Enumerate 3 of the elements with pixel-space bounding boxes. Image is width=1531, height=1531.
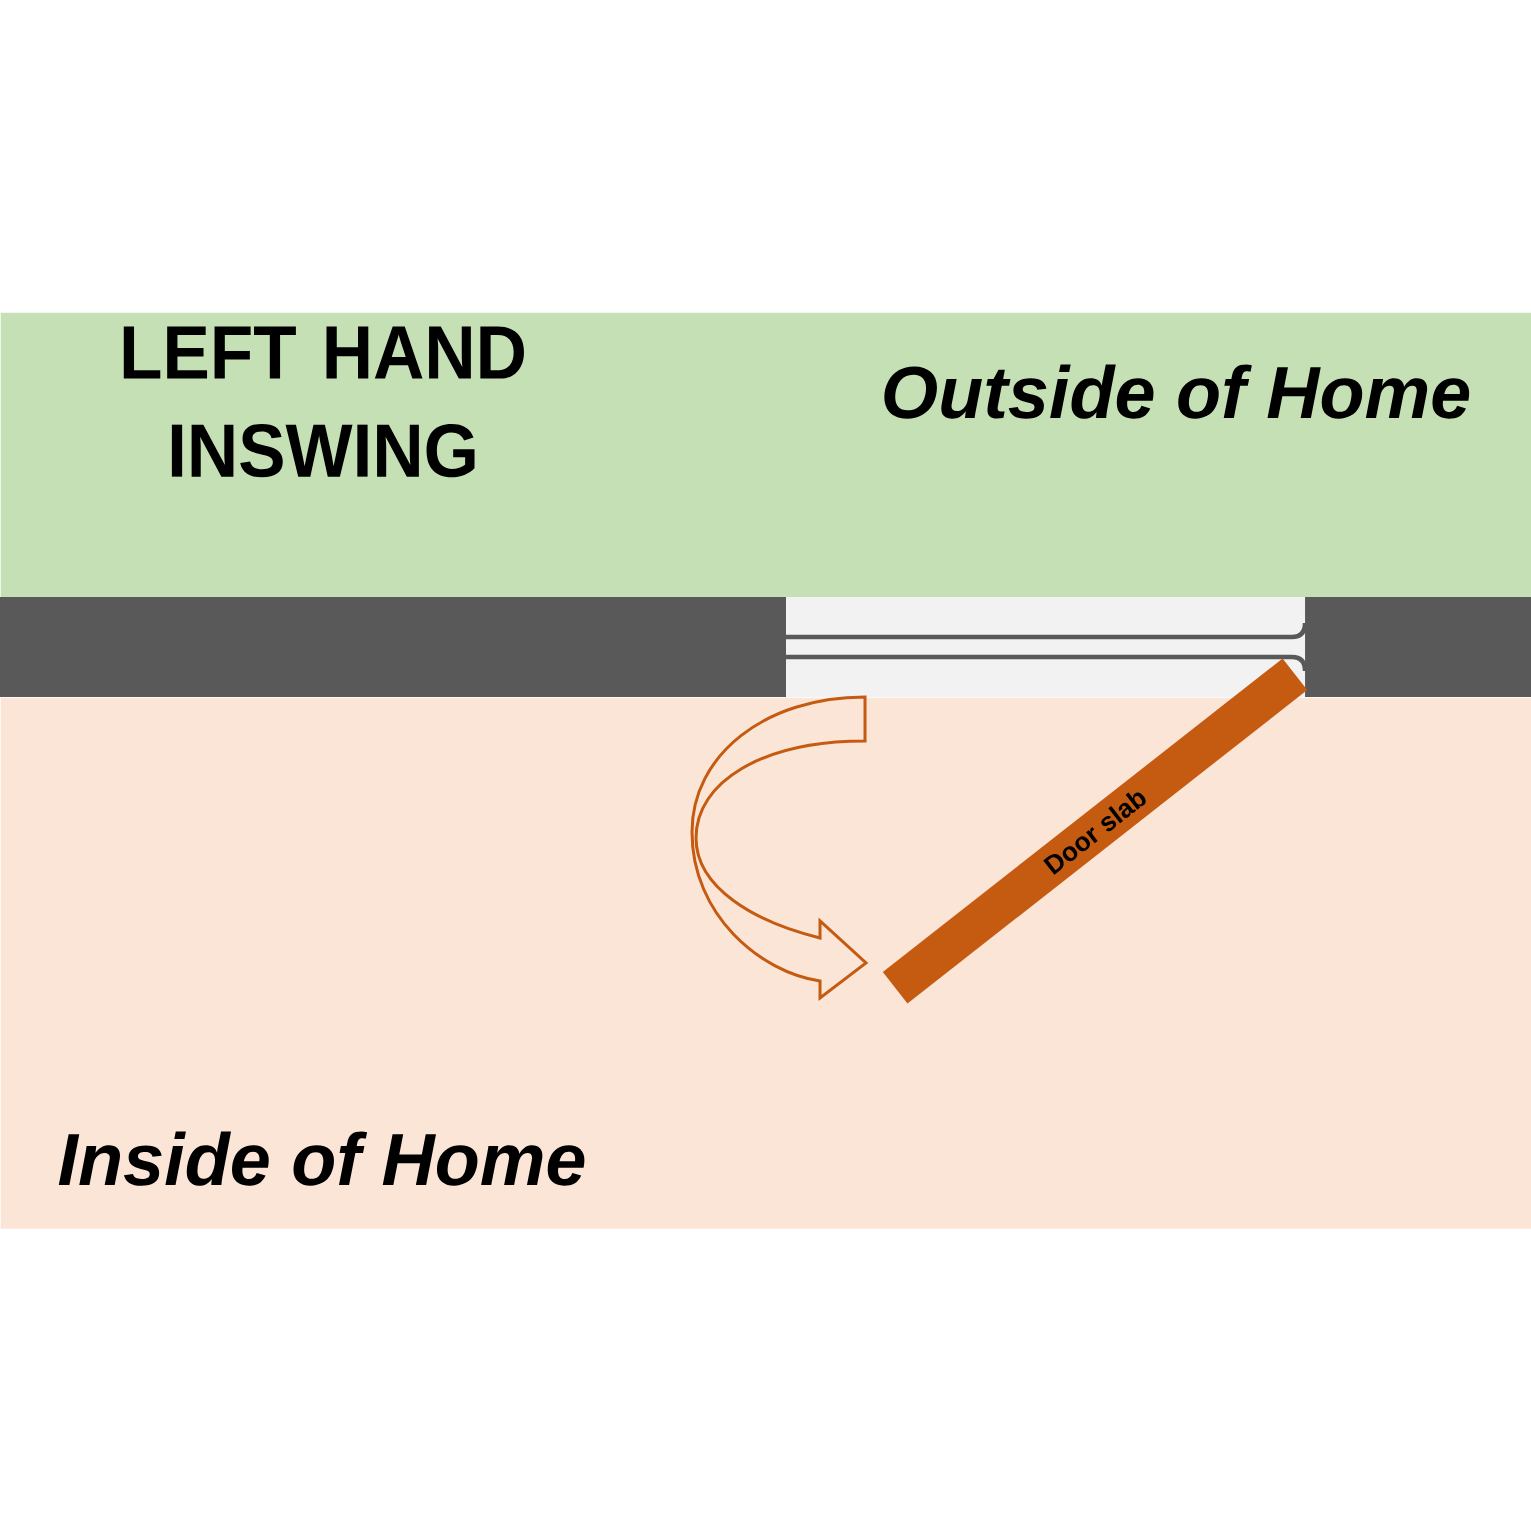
- title: LEFT HAND INSWING: [123, 326, 524, 478]
- area-label: Outside of Home: [884, 364, 1470, 419]
- area-label: Inside of Home: [58, 1131, 585, 1186]
